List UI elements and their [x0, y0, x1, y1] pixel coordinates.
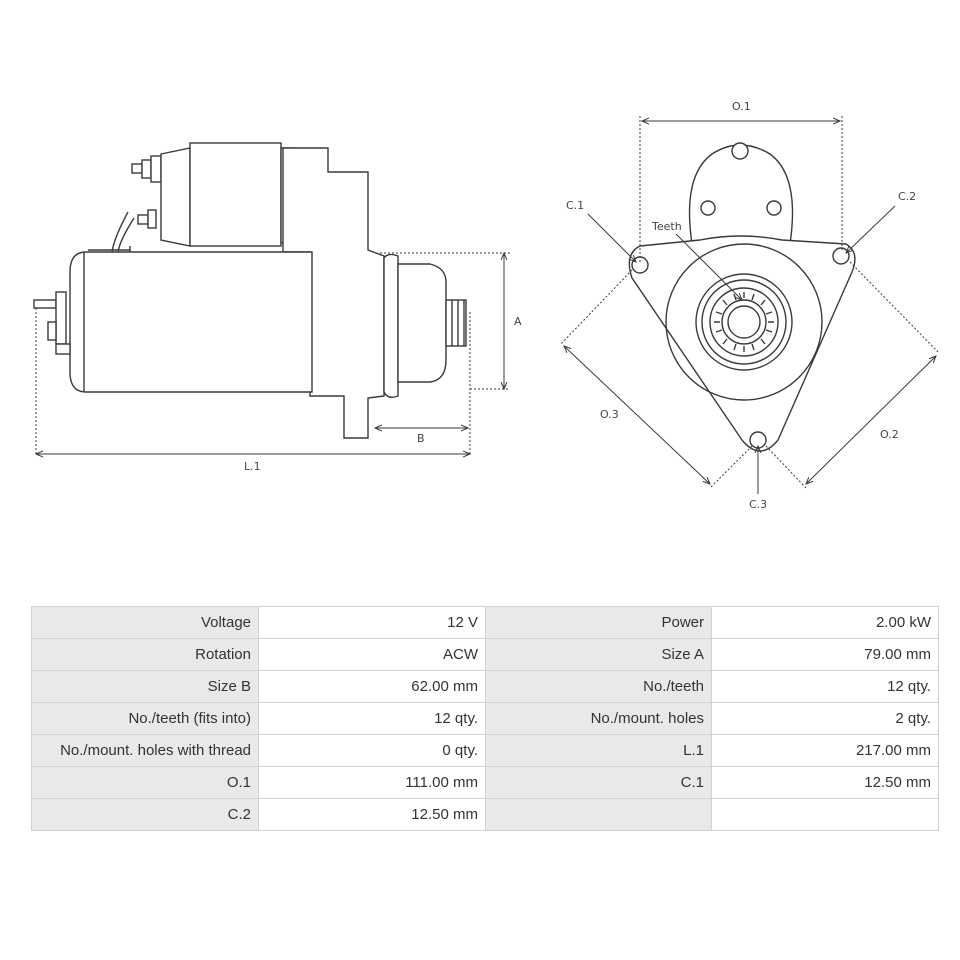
pinion-teeth: [714, 292, 774, 352]
label-c3: C.3: [749, 498, 767, 511]
dimension-o1: O.1: [639, 100, 843, 262]
table-row: C.2 12.50 mm: [31, 798, 939, 831]
spec-value: 217.00 mm: [711, 734, 939, 767]
spec-label: C.1: [485, 766, 712, 799]
dimension-o3: O.3: [559, 269, 753, 489]
side-view: A B L.1: [33, 142, 522, 473]
leader-c3: C.3: [749, 446, 767, 511]
dimension-o2: O.2: [765, 261, 939, 489]
spec-value: 0 qty.: [258, 734, 486, 767]
spec-label: O.1: [31, 766, 259, 799]
label-c2: C.2: [898, 190, 916, 203]
spec-value-empty: [711, 798, 939, 831]
rear-terminal: [33, 291, 71, 355]
solenoid-terminals: [111, 155, 162, 253]
motor-body: [69, 246, 313, 393]
leader-c2: C.2: [846, 190, 916, 253]
spec-label: No./teeth: [485, 670, 712, 703]
spec-label: L.1: [485, 734, 712, 767]
spec-value: 2 qty.: [711, 702, 939, 735]
dimension-o3-label: O.3: [600, 408, 619, 421]
dimension-a: A: [380, 253, 522, 389]
spec-label: C.2: [31, 798, 259, 831]
table-row: No./mount. holes with thread 0 qty. L.1 …: [31, 734, 939, 767]
spec-value: 12 qty.: [258, 702, 486, 735]
dimension-a-label: A: [514, 315, 522, 328]
spec-value: ACW: [258, 638, 486, 671]
table-row: No./teeth (fits into) 12 qty. No./mount.…: [31, 702, 939, 735]
table-row: O.1 111.00 mm C.1 12.50 mm: [31, 766, 939, 799]
spec-value: 12.50 mm: [711, 766, 939, 799]
hub: [665, 243, 823, 401]
spec-label-empty: [485, 798, 712, 831]
spec-label: No./teeth (fits into): [31, 702, 259, 735]
spec-value: 62.00 mm: [258, 670, 486, 703]
dimension-o1-label: O.1: [732, 100, 751, 113]
dimension-b: B: [375, 312, 471, 456]
spec-table: Voltage 12 V Power 2.00 kW Rotation ACW …: [31, 606, 939, 831]
solenoid: [160, 142, 295, 247]
spec-value: 2.00 kW: [711, 606, 939, 639]
spec-label: No./mount. holes: [485, 702, 712, 735]
table-row: Size B 62.00 mm No./teeth 12 qty.: [31, 670, 939, 703]
front-view: O.1 O.3 O.2 C.1 C.2 C.3: [559, 100, 939, 511]
spec-value: 111.00 mm: [258, 766, 486, 799]
spec-label: Power: [485, 606, 712, 639]
spec-label: Size A: [485, 638, 712, 671]
spec-value: 12 qty.: [711, 670, 939, 703]
dimension-b-label: B: [417, 432, 425, 445]
spec-value: 79.00 mm: [711, 638, 939, 671]
table-row: Rotation ACW Size A 79.00 mm: [31, 638, 939, 671]
label-teeth: Teeth: [651, 220, 682, 233]
leader-c1: C.1: [566, 199, 636, 262]
starter-motor-drawing: A B L.1: [33, 100, 939, 511]
dimension-l1-label: L.1: [244, 460, 261, 473]
spec-label: No./mount. holes with thread: [31, 734, 259, 767]
spec-label: Voltage: [31, 606, 259, 639]
table-row: Voltage 12 V Power 2.00 kW: [31, 606, 939, 639]
spec-value: 12 V: [258, 606, 486, 639]
spec-label: Size B: [31, 670, 259, 703]
drive-nose: [383, 253, 467, 399]
dimension-l1: L.1: [36, 308, 470, 473]
spec-label: Rotation: [31, 638, 259, 671]
top-lobe: [688, 144, 794, 245]
leader-teeth: Teeth: [651, 220, 742, 300]
spec-value: 12.50 mm: [258, 798, 486, 831]
dimension-o2-label: O.2: [880, 428, 899, 441]
label-c1: C.1: [566, 199, 584, 212]
